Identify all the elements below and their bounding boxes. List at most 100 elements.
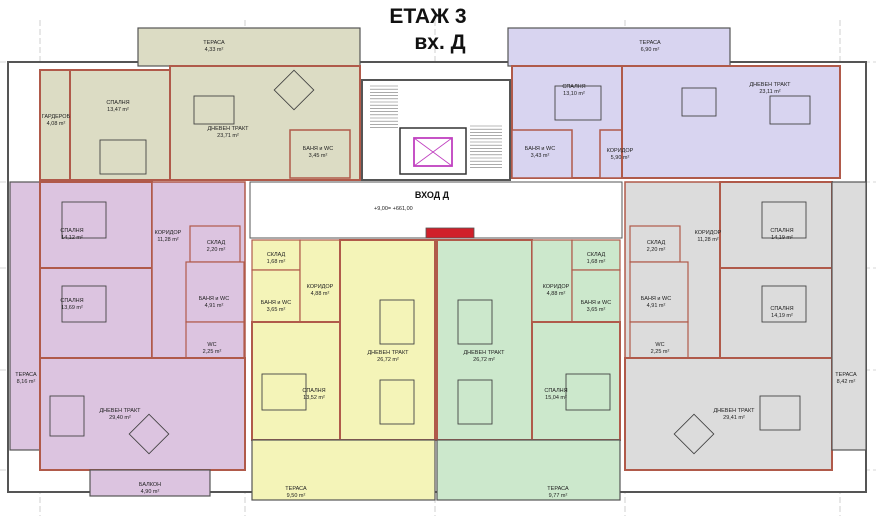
pink-bedroom1-zone [39, 181, 153, 269]
yel-living-name: ДНЕВЕН ТРАКТ [367, 350, 409, 356]
stair-core [361, 79, 511, 181]
grn-bed [565, 373, 611, 411]
lav-terrace-zone [507, 27, 731, 67]
pink-wc-zone [185, 321, 245, 359]
pink-living-name: ДНЕВЕН ТРАКТ [99, 408, 141, 414]
pink-bath-name: БАНЯ и WC [199, 296, 229, 302]
yel-table [379, 299, 415, 345]
elevator-car [413, 137, 453, 167]
yel-bedroom-zone [251, 321, 341, 441]
apartment-grey [624, 181, 867, 471]
yel-corridor-name: КОРИДОР [307, 284, 334, 290]
pink-bed2 [61, 285, 107, 323]
grn-bath-zone [571, 269, 621, 323]
gry-corridor-area: 11,28 m² [697, 237, 718, 243]
olive-wardrobe-area: 4,08 m² [47, 121, 66, 127]
olive-table [273, 69, 315, 111]
grn-sofa [457, 379, 493, 425]
yel-storage-area: 1,68 m² [267, 259, 286, 265]
pink-corridor-name: КОРИДОР [155, 230, 182, 236]
grn-terrace-name: ТЕРАСА [547, 486, 569, 492]
elevator-cross-2 [413, 137, 453, 167]
pink-storage-area: 2,20 m² [207, 247, 226, 253]
pink-bedroom1-name: СПАЛНЯ [60, 228, 83, 234]
lav-terrace-name: ТЕРАСА [639, 40, 661, 46]
olive-living-area: 23,71 m² [217, 133, 239, 139]
olive-sofa [193, 95, 235, 125]
grn-storage-area: 1,68 m² [587, 259, 606, 265]
lav-bedroom-name: СПАЛНЯ [562, 84, 585, 90]
olive-terrace-zone [137, 27, 361, 67]
gry-living-zone [624, 357, 833, 471]
pink-bath-area: 4,91 m² [205, 303, 224, 309]
lav-living-name: ДНЕВЕН ТРАКТ [749, 82, 791, 88]
lav-terrace-area: 6,90 m² [641, 47, 660, 53]
lav-living-area: 23,11 m² [759, 89, 780, 95]
gry-living-name: ДНЕВЕН ТРАКТ [713, 408, 755, 414]
pink-sofa [49, 395, 85, 437]
gry-bedroom2-area: 14,19 m² [771, 313, 793, 319]
room-labels: ТЕРАСА 4,33 m² СПАЛНЯ 13,47 m² ГАРДЕРОБ4,08 … [15, 40, 857, 499]
grn-bath-area: 3,65 m² [587, 307, 606, 313]
yel-bath-name: БАНЯ и WC [261, 300, 291, 306]
gry-living-area: 29,41 m² [723, 415, 745, 421]
gry-bedroom1-area: 14,19 m² [771, 235, 793, 241]
olive-bath-area: 3,45 m² [309, 153, 328, 159]
olive-bedroom-area: 13,47 m² [107, 107, 129, 113]
grn-corridor-name: КОРИДОР [543, 284, 570, 290]
gry-terrace-name: ТЕРАСА [835, 372, 857, 378]
gry-wc-zone [629, 321, 689, 359]
entrance-title: вх. Д [414, 31, 465, 54]
pink-bedroom2-name: СПАЛНЯ [60, 298, 83, 304]
yel-bedroom-name: СПАЛНЯ [302, 388, 325, 394]
olive-terrace-area: 4,33 m² [205, 47, 224, 53]
apartment-lavender [507, 27, 841, 179]
apartment-yellow [251, 239, 436, 501]
olive-bath-name: БАНЯ и WC [303, 146, 333, 152]
gry-terrace-area: 8,42 m² [837, 379, 856, 385]
grn-storage-name: СКЛАД [587, 252, 606, 258]
pink-corridor-area: 11,28 m² [157, 237, 178, 243]
yel-bedroom-area: 13,52 m² [303, 395, 325, 401]
grn-terrace-zone [436, 439, 621, 501]
olive-wardrobe-name: ГАРДЕРОБ [42, 114, 71, 120]
olive-living-name: ДНЕВЕН ТРАКТ [207, 126, 249, 132]
pink-living-zone [39, 357, 246, 471]
gry-wc-area: 2,25 m² [651, 349, 670, 355]
pink-wc-area: 2,25 m² [203, 349, 222, 355]
pink-terrace-name: ТЕРАСА [15, 372, 37, 378]
gry-sofa [759, 395, 801, 431]
yel-sofa [379, 379, 415, 425]
gry-bed2 [761, 285, 807, 323]
grn-living-name: ДНЕВЕН ТРАКТ [463, 350, 505, 356]
olive-bed [99, 139, 147, 175]
gry-bath-area: 4,91 m² [647, 303, 666, 309]
pink-terrace-zone [9, 181, 43, 451]
elevator-shaft [399, 127, 467, 175]
gry-corridor-name: КОРИДОР [695, 230, 722, 236]
lav-bed [554, 85, 602, 121]
pink-table [128, 413, 170, 455]
gry-wc-name: WC [655, 342, 664, 348]
yel-living-area: 26,72 m² [377, 357, 399, 363]
yel-bed [261, 373, 307, 411]
yel-bath-zone [251, 269, 301, 323]
lav-corridor-area: 5,90 m² [611, 155, 630, 161]
gry-terrace-zone [831, 181, 867, 451]
gry-bedroom1-name: СПАЛНЯ [770, 228, 793, 234]
yel-living-zone [339, 239, 436, 441]
pink-bedroom2-zone [39, 267, 153, 359]
lav-bedroom-area: 13,10 m² [563, 91, 585, 97]
pink-balcony-area: 4,90 m² [141, 489, 160, 495]
gry-storage-area: 2,20 m² [647, 247, 666, 253]
pink-bedroom2-area: 13,69 m² [61, 305, 83, 311]
grn-corridor-area: 4,88 m² [547, 291, 566, 297]
furniture [49, 69, 811, 455]
gry-storage-name: СКЛАД [647, 240, 666, 246]
entrance-marker [425, 227, 475, 239]
yel-terrace-area: 9,50 m² [287, 493, 306, 499]
apartment-green [436, 239, 621, 501]
pink-balcony-name: БАЛКОН [139, 482, 161, 488]
olive-bedroom-zone [69, 69, 171, 181]
